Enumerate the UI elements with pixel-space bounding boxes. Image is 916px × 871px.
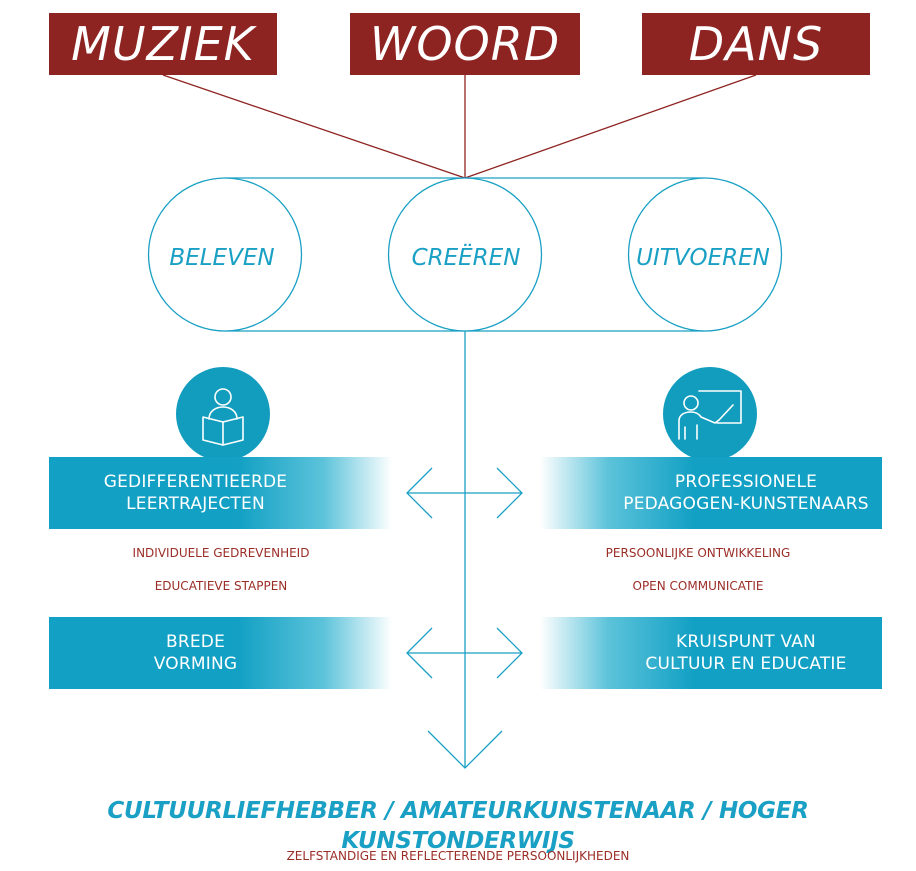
sub-persoonlijke-ontwikkeling: PERSOONLIJKE ONTWIKKELING: [605, 546, 791, 560]
connector-muziek: [162, 74, 466, 179]
discipline-muziek: MUZIEK: [49, 13, 277, 75]
double-arrow-lower-left-head: [406, 627, 433, 679]
mode-creeren-label: CREËREN: [411, 245, 521, 271]
discipline-woord-label: WOORD: [369, 17, 561, 71]
box-kruispunt-cultuur-educatie: KRUISPUNT VAN CULTUUR EN EDUCATIE: [540, 617, 882, 689]
mode-uitvoeren-label: UITVOEREN: [636, 245, 770, 271]
discipline-muziek-label: MUZIEK: [71, 17, 255, 71]
box-line: VORMING: [153, 654, 238, 674]
box-gedifferentieerde-leertrajecten-text: GEDIFFERENTIEERDE LEERTRAJECTEN: [104, 471, 288, 515]
box-brede-vorming-text: BREDE VORMING: [154, 631, 238, 675]
discipline-woord: WOORD: [350, 13, 580, 75]
connector-dans: [464, 74, 757, 179]
down-arrowhead: [427, 730, 503, 769]
box-line: KRUISPUNT VAN: [676, 632, 816, 652]
box-professionele-pedagogen-kunstenaars: PROFESSIONELE PEDAGOGEN-KUNSTENAARS: [540, 457, 882, 529]
box-line: PROFESSIONELE: [674, 472, 818, 492]
box-line: BREDE: [165, 632, 226, 652]
box-professionele-pedagogen-kunstenaars-text: PROFESSIONELE PEDAGOGEN-KUNSTENAARS: [623, 471, 868, 515]
outcome-subtitle: ZELFSTANDIGE EN REFLECTERENDE PERSOONLIJ…: [286, 849, 630, 863]
double-arrow-upper-right-head: [496, 467, 523, 519]
sub-individuele-gedrevenheid: INDIVIDUELE GEDREVENHEID: [132, 546, 310, 560]
double-arrow-lower-right-head: [496, 627, 523, 679]
double-arrow-upper-left-head: [406, 467, 433, 519]
outcome-title: CULTUURLIEFHEBBER / AMATEURKUNSTENAAR / …: [107, 798, 809, 854]
teacher-icon: [663, 367, 757, 461]
discipline-dans: DANS: [642, 13, 870, 75]
reader-icon: [176, 367, 270, 461]
box-brede-vorming: BREDE VORMING: [49, 617, 392, 689]
sub-open-communicatie: OPEN COMMUNICATIE: [632, 579, 764, 593]
sub-educatieve-stappen: EDUCATIEVE STAPPEN: [154, 579, 288, 593]
box-line: GEDIFFERENTIEERDE: [103, 472, 288, 492]
box-line: CULTUUR EN EDUCATIE: [645, 654, 847, 674]
discipline-dans-label: DANS: [688, 17, 824, 71]
box-line: PEDAGOGEN-KUNSTENAARS: [623, 494, 869, 514]
box-gedifferentieerde-leertrajecten: GEDIFFERENTIEERDE LEERTRAJECTEN: [49, 457, 392, 529]
box-line: LEERTRAJECTEN: [126, 494, 265, 514]
box-kruispunt-cultuur-educatie-text: KRUISPUNT VAN CULTUUR EN EDUCATIE: [645, 631, 846, 675]
mode-beleven-label: BELEVEN: [169, 245, 275, 271]
